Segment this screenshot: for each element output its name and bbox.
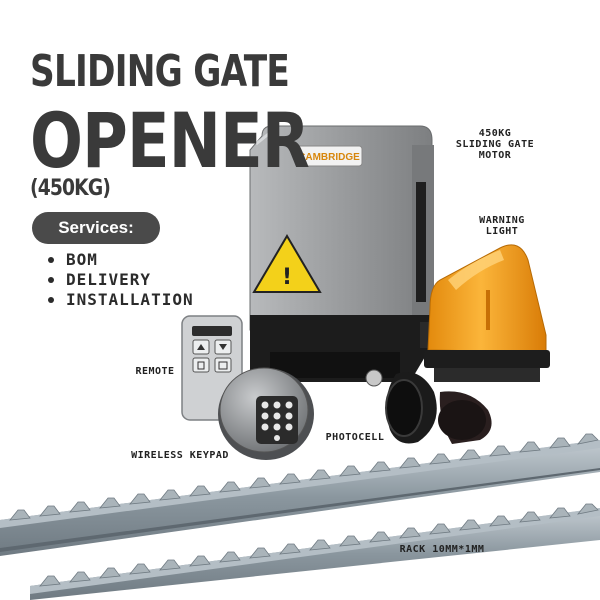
bullet-icon (48, 297, 54, 303)
service-item: DELIVERY (48, 270, 194, 290)
photocell-label: PHOTOCELL (325, 432, 385, 443)
services-badge: Services: (32, 212, 160, 244)
gate-motor: CAMBRIDGE ! (249, 125, 446, 387)
brand-plate (295, 145, 363, 167)
headline-line-1: SLIDING GATE (30, 46, 290, 97)
photocell (385, 372, 492, 444)
remote-label: REMOTE (135, 366, 175, 377)
motor-label: 450KG SLIDING GATE MOTOR (455, 128, 535, 161)
service-item: INSTALLATION (48, 290, 194, 310)
service-item: BOM (48, 250, 194, 270)
wireless-keypad (218, 367, 314, 460)
rack-label: RACK 10MM*1MM (399, 544, 485, 555)
warning-sticker-icon (252, 234, 322, 293)
svg-text:!: ! (282, 265, 292, 290)
headline-line-2: OPENER (30, 96, 310, 185)
warning-light-label: WARNING LIGHT (479, 215, 525, 237)
services-list: BOM DELIVERY INSTALLATION (48, 250, 194, 310)
warning-light (424, 244, 550, 382)
bullet-icon (48, 257, 54, 263)
keypad-label: WIRELESS KEYPAD (131, 450, 229, 461)
headline-capacity: (450KG) (30, 176, 111, 201)
bullet-icon (48, 277, 54, 283)
rack-bars (0, 433, 600, 600)
brand-logo: CAMBRIDGE (298, 152, 360, 163)
